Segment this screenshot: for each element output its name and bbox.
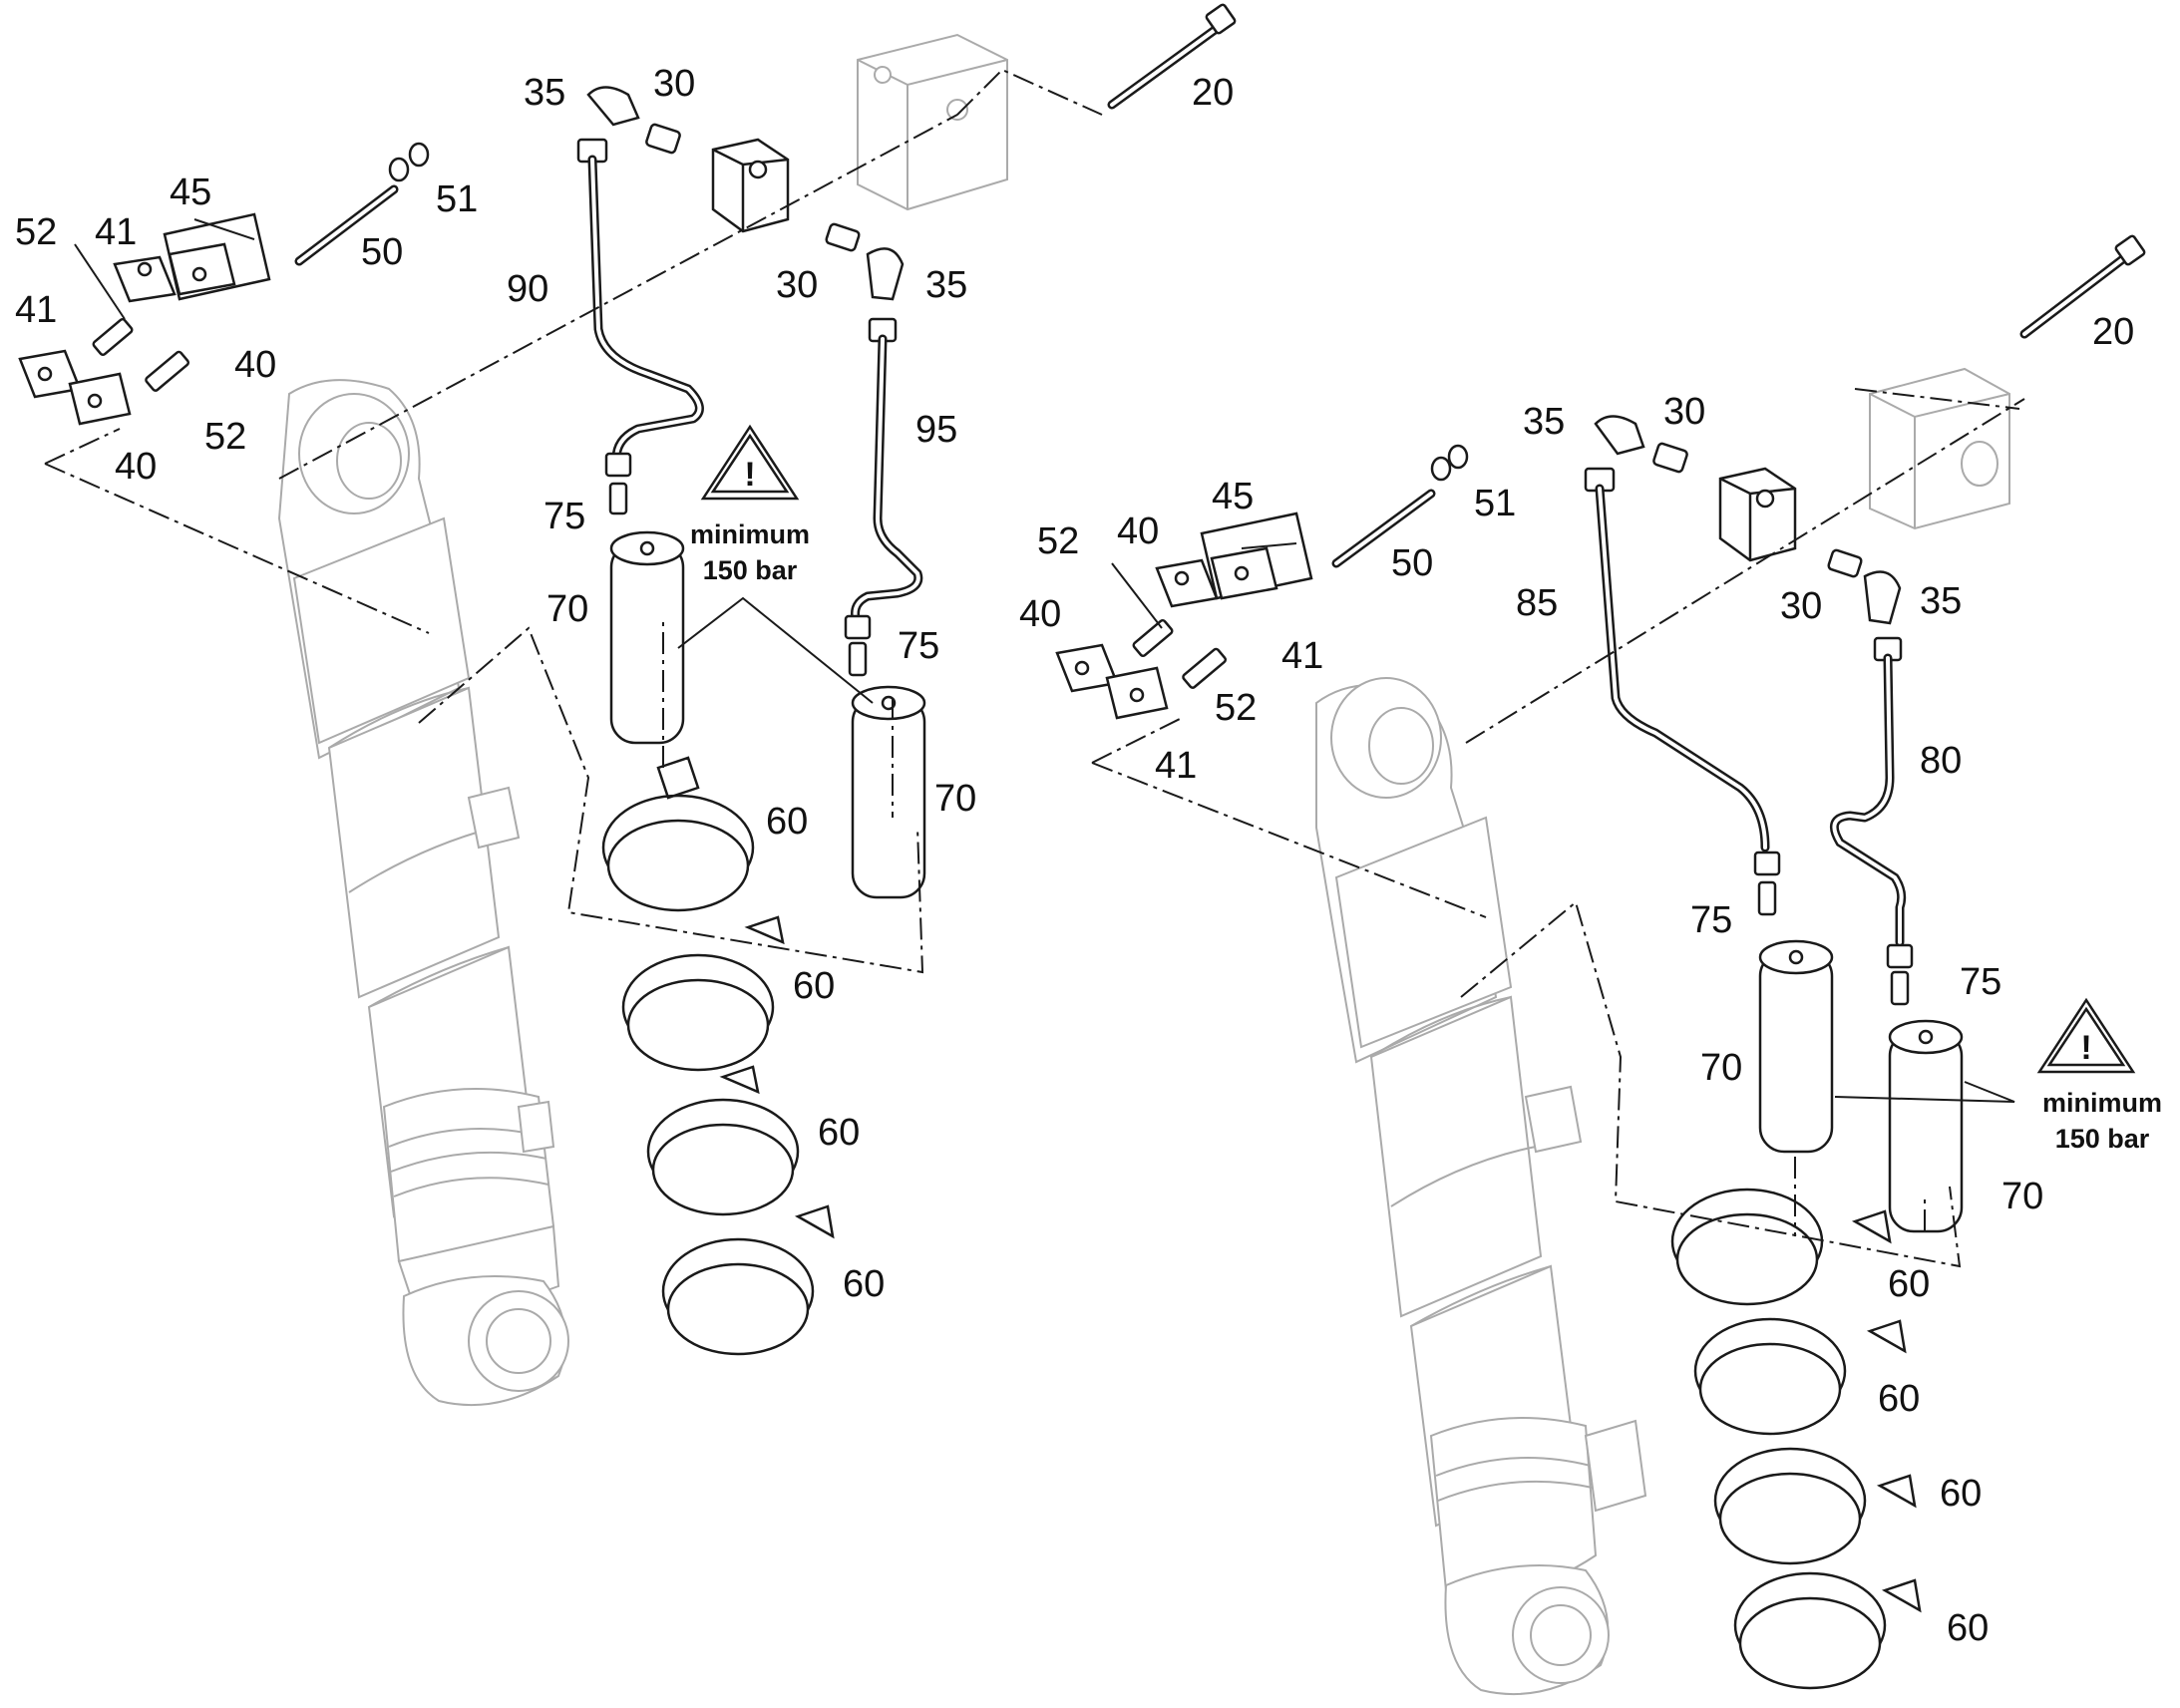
right-fittings xyxy=(1584,415,1903,662)
label-35: 35 xyxy=(925,264,967,306)
label-40: 40 xyxy=(1019,593,1061,635)
right-pipes xyxy=(1595,484,1907,947)
label-60: 60 xyxy=(1947,1607,1989,1649)
right-leader-lines xyxy=(1111,542,1297,629)
right-bolt xyxy=(2019,234,2146,339)
label-45: 45 xyxy=(170,171,211,213)
label-40: 40 xyxy=(115,446,157,488)
label-41: 41 xyxy=(1281,635,1323,677)
label-70: 70 xyxy=(1700,1047,1742,1089)
warning-text-minimum: minimum xyxy=(690,519,810,549)
left-valve-block xyxy=(711,33,1008,233)
right-assembly: ! minimum 150 bar 35 30 20 45 51 52 40 5… xyxy=(1019,234,2162,1696)
label-45: 45 xyxy=(1212,476,1254,517)
label-60: 60 xyxy=(766,801,808,843)
label-60: 60 xyxy=(1940,1473,1982,1515)
label-50: 50 xyxy=(1391,542,1433,584)
left-clamps xyxy=(601,756,835,1356)
label-40: 40 xyxy=(1117,511,1159,552)
warning-text-pressure: 150 bar xyxy=(2055,1124,2150,1154)
label-60: 60 xyxy=(843,1263,885,1305)
left-cylinder-ghost xyxy=(277,379,569,1407)
left-bolt xyxy=(1107,3,1237,110)
label-52: 52 xyxy=(1215,687,1257,729)
warning-text-pressure: 150 bar xyxy=(703,555,798,585)
label-95: 95 xyxy=(915,409,957,451)
left-leader-lines xyxy=(74,218,255,320)
label-35: 35 xyxy=(524,72,565,114)
left-center-lines xyxy=(44,68,1103,974)
right-valve-block xyxy=(1718,367,2010,562)
label-30: 30 xyxy=(1663,391,1705,433)
label-60: 60 xyxy=(1888,1263,1930,1305)
label-30: 30 xyxy=(1780,585,1822,627)
right-cylinder-ghost xyxy=(1315,677,1647,1696)
label-30: 30 xyxy=(653,63,695,105)
right-center-lines xyxy=(1091,388,2025,1268)
label-51: 51 xyxy=(436,178,478,220)
warning-triangle-icon xyxy=(700,424,800,501)
right-accumulators xyxy=(1758,939,1964,1233)
left-warning-note: ! minimum 150 bar xyxy=(677,424,874,704)
warning-triangle-icon xyxy=(2036,997,2136,1074)
label-75: 75 xyxy=(544,496,585,537)
label-52: 52 xyxy=(1037,520,1079,562)
label-30: 30 xyxy=(776,264,818,306)
label-20: 20 xyxy=(1192,72,1234,114)
label-41: 41 xyxy=(1155,745,1197,787)
label-75: 75 xyxy=(1960,961,2001,1003)
label-50: 50 xyxy=(361,231,403,273)
left-pipe-clamp-set xyxy=(18,142,430,426)
label-20: 20 xyxy=(2092,311,2134,353)
label-41: 41 xyxy=(15,289,57,331)
label-52: 52 xyxy=(204,416,246,458)
left-assembly: ! minimum 150 bar 35 30 20 45 51 52 41 5… xyxy=(15,3,1237,1407)
label-41: 41 xyxy=(95,211,137,253)
warning-text-minimum: minimum xyxy=(2042,1088,2162,1118)
svg-text:!: ! xyxy=(744,456,755,494)
left-pipes xyxy=(587,155,923,623)
label-40: 40 xyxy=(234,344,276,386)
left-adapters xyxy=(604,452,872,677)
right-clamps xyxy=(1670,1188,1922,1690)
label-60: 60 xyxy=(793,965,835,1007)
right-warning-note: ! minimum 150 bar xyxy=(1834,997,2162,1154)
label-51: 51 xyxy=(1474,483,1516,524)
label-70: 70 xyxy=(2001,1176,2043,1217)
label-90: 90 xyxy=(507,268,548,310)
label-35: 35 xyxy=(1920,580,1962,622)
label-70: 70 xyxy=(546,588,588,630)
label-60: 60 xyxy=(818,1112,860,1154)
label-75: 75 xyxy=(898,625,939,667)
right-adapters xyxy=(1753,851,1914,1006)
svg-text:!: ! xyxy=(2080,1029,2091,1067)
label-52: 52 xyxy=(15,211,57,253)
right-pipe-clamp-set xyxy=(1055,444,1469,720)
label-85: 85 xyxy=(1516,582,1558,624)
label-70: 70 xyxy=(934,778,976,820)
label-35: 35 xyxy=(1523,401,1565,443)
left-accumulators xyxy=(609,530,926,899)
label-80: 80 xyxy=(1920,740,1962,782)
label-75: 75 xyxy=(1690,899,1732,941)
label-60: 60 xyxy=(1878,1378,1920,1420)
